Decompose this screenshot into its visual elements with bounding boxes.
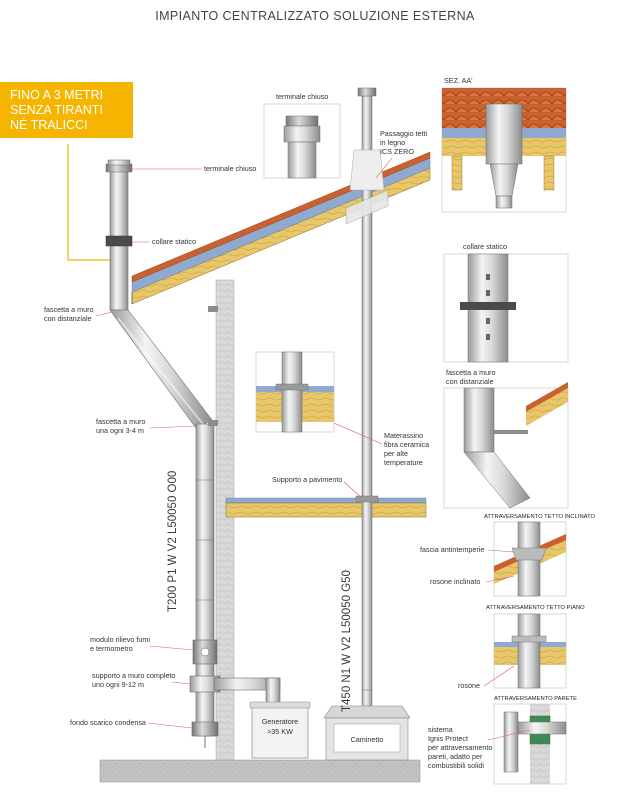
inset-piano: ATTRAVERSAMENTO TETTO PIANO rosone	[458, 605, 585, 690]
label-rosone-inclinato: rosone inclinato	[430, 577, 480, 586]
inset-sez-label: SEZ. AA'	[444, 76, 473, 85]
label-fondo-scarico: fondo scarico condensa	[70, 718, 146, 727]
label-passaggio-3: ICS ZERO	[380, 147, 414, 156]
inset-collare-label: collare statico	[463, 242, 507, 251]
label-modulo-2: e termometro	[90, 644, 133, 653]
generator-label-2: >35 KW	[267, 727, 293, 736]
label-materassino-4: temperature	[384, 458, 423, 467]
inset-piano-title: ATTRAVERSAMENTO TETTO PIANO	[486, 605, 585, 611]
label-sistema-5: combustibili solidi	[428, 761, 484, 770]
label-materassino-3: per alte	[384, 449, 408, 458]
inset-collare: collare statico	[443, 242, 569, 363]
page-title: IMPIANTO CENTRALIZZATO SOLUZIONE ESTERNA	[155, 9, 475, 23]
callout-line-1: FINO A 3 METRI	[10, 88, 103, 102]
inset-inclinato-title: ATTRAVERSAMENTO TETTO INCLINATO	[484, 514, 596, 520]
inset-terminale-label: terminale chiuso	[276, 92, 328, 101]
label-materassino-1: Materassino	[384, 431, 423, 440]
label-sistema-1: sistema	[428, 725, 453, 734]
label-supporto-muro-2: uno ogni 9-12 m	[92, 680, 144, 689]
callout-line-3: NÉ TRALICCI	[10, 117, 88, 132]
label-fascetta-distanziale-1: fascetta a muro	[44, 305, 94, 314]
fireplace-label: Caminetto	[351, 735, 384, 744]
label-terminale-chiuso: terminale chiuso	[204, 164, 256, 173]
label-fascetta-ogni-1: fascetta a muro	[96, 417, 146, 426]
inset-parete: ATTRAVERSAMENTO PARETE sistema Ignis Pro…	[428, 696, 577, 785]
label-fascetta-distanziale-2: con distanziale	[44, 314, 92, 323]
label-collare-statico: collare statico	[152, 237, 196, 246]
external-chimney	[105, 159, 221, 748]
label-rosone: rosone	[458, 681, 480, 690]
inset-terminale: terminale chiuso	[263, 92, 341, 179]
inset-parete-title: ATTRAVERSAMENTO PARETE	[494, 696, 577, 702]
generator-label-1: Generatore	[262, 717, 298, 726]
code-left: T200 P1 W V2 L50050 O00	[167, 471, 179, 612]
inset-fascetta-label-1: fascetta a muro	[446, 368, 496, 377]
label-materassino-2: fibra ceramica	[384, 440, 429, 449]
inset-section-aa: SEZ. AA'	[441, 76, 567, 213]
inset-fascetta-label-2: con distanziale	[446, 377, 494, 386]
fireplace: Caminetto	[323, 689, 411, 761]
callout-line-2: SENZA TIRANTI	[10, 103, 103, 117]
generator: Generatore >35 KW	[249, 701, 311, 759]
label-passaggio-2: in legno	[380, 138, 405, 147]
label-modulo-1: modulo rilievo fumi	[90, 635, 150, 644]
label-fascia: fascia antintemperie	[420, 545, 484, 554]
label-fascetta-ogni-2: una ogni 3-4 m	[96, 426, 144, 435]
label-sistema-4: pareti, adatto per	[428, 752, 483, 761]
ground	[99, 759, 421, 783]
wall	[215, 279, 235, 761]
callout-box: FINO A 3 METRI SENZA TIRANTI NÉ TRALICCI	[0, 82, 133, 261]
label-sistema-3: per attraversamento	[428, 743, 492, 752]
inset-floor-section	[255, 351, 335, 433]
inset-inclinato: ATTRAVERSAMENTO TETTO INCLINATO fascia a…	[420, 514, 596, 597]
internal-chimney	[345, 87, 389, 693]
label-sistema-2: Ignis Protect	[428, 734, 468, 743]
code-right: T450 N1 W V2 L50050 G50	[341, 570, 353, 712]
label-supporto-pavimento: Supporto a pavimento	[272, 475, 342, 484]
label-passaggio-1: Passaggio tetti	[380, 129, 428, 138]
generator-connector	[213, 677, 281, 709]
inset-fascetta: fascetta a muro con distanziale	[443, 368, 569, 509]
label-supporto-muro-1: supporto a muro completo	[92, 671, 176, 680]
floor-slab	[225, 497, 427, 518]
